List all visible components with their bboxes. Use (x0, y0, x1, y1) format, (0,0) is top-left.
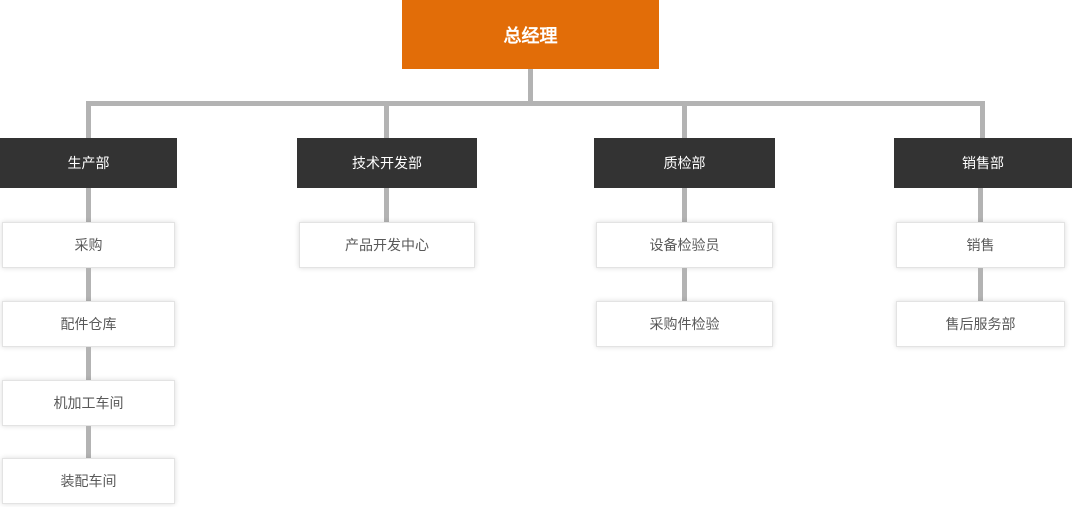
node-sales: 销售 (896, 222, 1065, 268)
connector-line (528, 69, 533, 101)
connector-line (384, 106, 389, 138)
connector-line (86, 101, 985, 106)
connector-line (978, 188, 983, 222)
dept-box-sales: 销售部 (894, 138, 1072, 188)
connector-line (86, 426, 91, 458)
connector-line (980, 106, 985, 138)
dept-box-tech-development: 技术开发部 (297, 138, 477, 188)
connector-line (682, 188, 687, 222)
dept-box-quality-inspection: 质检部 (594, 138, 775, 188)
node-assembly-workshop: 装配车间 (2, 458, 175, 504)
connector-line (86, 268, 91, 301)
node-parts-warehouse: 配件仓库 (2, 301, 175, 347)
node-procurement: 采购 (2, 222, 175, 268)
root-box-general-manager: 总经理 (402, 0, 659, 69)
connector-line (384, 188, 389, 222)
connector-line (978, 268, 983, 301)
node-machining-workshop: 机加工车间 (2, 380, 175, 426)
connector-line (86, 106, 91, 138)
node-equipment-inspector: 设备检验员 (596, 222, 773, 268)
connector-line (86, 188, 91, 222)
node-after-sales-service: 售后服务部 (896, 301, 1065, 347)
dept-box-production: 生产部 (0, 138, 177, 188)
node-purchased-parts-inspection: 采购件检验 (596, 301, 773, 347)
node-product-dev-center: 产品开发中心 (299, 222, 475, 268)
connector-line (682, 268, 687, 301)
connector-line (682, 106, 687, 138)
connector-line (86, 347, 91, 380)
